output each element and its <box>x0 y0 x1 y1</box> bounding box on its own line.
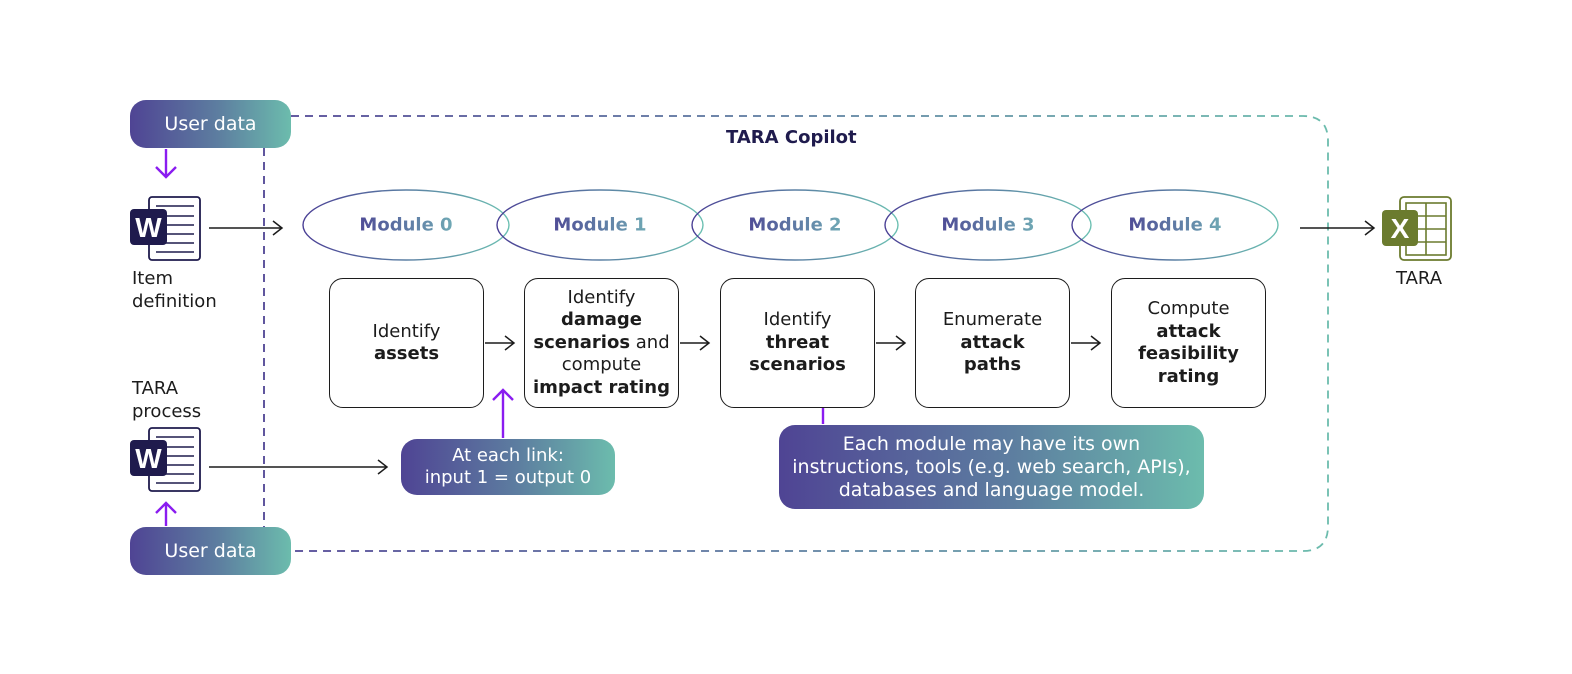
step-text-line: Identify <box>567 286 636 308</box>
svg-text:X: X <box>1391 213 1410 244</box>
module-1-label: Module 1 <box>553 214 647 236</box>
step-text-line: attack <box>1156 320 1221 342</box>
svg-text:W: W <box>135 443 162 474</box>
step-text-line: assets <box>373 343 440 364</box>
tara-process-line2: process <box>132 401 202 422</box>
step-text-line: compute <box>561 354 642 376</box>
tara-process-label: TARA process <box>132 377 201 423</box>
svg-text:W: W <box>135 212 162 243</box>
user-data-top-pill: User data <box>130 100 291 148</box>
step-text-line: attack <box>960 331 1025 353</box>
user-data-top-label: User data <box>164 113 257 135</box>
arrow-userdata-to-item <box>155 149 177 179</box>
arrow-item-to-module0 <box>209 220 284 236</box>
step-text-line: Identify <box>763 309 832 331</box>
item-definition-line1: Item <box>132 268 173 289</box>
module-4-ellipse <box>1071 189 1279 261</box>
arrow-step1-to-step2 <box>680 335 711 351</box>
arrow-module4-to-tara <box>1300 220 1376 236</box>
step-text-line: rating <box>1157 365 1220 387</box>
module-2-label: Module 2 <box>748 214 842 236</box>
link-note-line2: input 1 = output 0 <box>424 467 592 488</box>
module-3-label: Module 3 <box>941 214 1035 236</box>
word-document-icon: W <box>130 427 201 492</box>
arrow-userdata-to-process <box>155 501 177 526</box>
word-document-icon: W <box>130 196 201 261</box>
module-4-label: Module 4 <box>1128 214 1222 236</box>
arrow-step0-to-step1 <box>485 335 516 351</box>
excel-spreadsheet-icon: X <box>1382 196 1452 261</box>
link-note-line1: At each link: <box>452 445 564 466</box>
step-text-line: scenarios and <box>533 331 670 353</box>
module-3-ellipse <box>884 189 1092 261</box>
arrow-process-to-note <box>209 459 389 475</box>
module-note-line2: instructions, tools (e.g. web search, AP… <box>792 455 1191 478</box>
module-0-ellipse <box>302 189 510 261</box>
item-definition-label: Item definition <box>132 267 217 313</box>
module-0-label: Module 0 <box>359 214 453 236</box>
flow-arrows <box>209 220 1376 475</box>
tara-output-label: TARA <box>1396 268 1443 289</box>
diagram-title: TARA Copilot <box>726 127 857 148</box>
arrow-step3-to-step4 <box>1071 335 1102 351</box>
step-text-line: paths <box>963 354 1022 376</box>
module-note-line1: Each module may have its own <box>842 432 1141 455</box>
step-text-line: impact rating <box>533 376 670 398</box>
step-text-line: Identify <box>372 320 441 342</box>
link-note: At each link: input 1 = output 0 <box>401 439 615 495</box>
tara-process-line1: TARA <box>132 378 179 399</box>
arrow-linknote-up <box>492 388 514 438</box>
step-text-line: threat <box>765 331 830 353</box>
step-text-line: feasibility <box>1138 343 1239 364</box>
user-data-bottom-label: User data <box>164 540 257 562</box>
module-note-line3: databases and language model. <box>838 478 1145 501</box>
user-data-bottom-pill: User data <box>130 527 291 575</box>
step-text-line: scenarios <box>749 354 846 376</box>
step-text-line: damage <box>560 309 643 331</box>
module-note: Each module may have its own instruction… <box>779 425 1204 509</box>
step-text-line: Enumerate <box>942 309 1043 331</box>
arrow-step2-to-step3 <box>876 335 907 351</box>
item-definition-line2: definition <box>132 291 217 312</box>
step-text-line: Compute <box>1147 298 1230 319</box>
module-2-ellipse <box>691 189 899 261</box>
copilot-frame-top <box>291 115 1329 552</box>
module-1-ellipse <box>496 189 704 261</box>
